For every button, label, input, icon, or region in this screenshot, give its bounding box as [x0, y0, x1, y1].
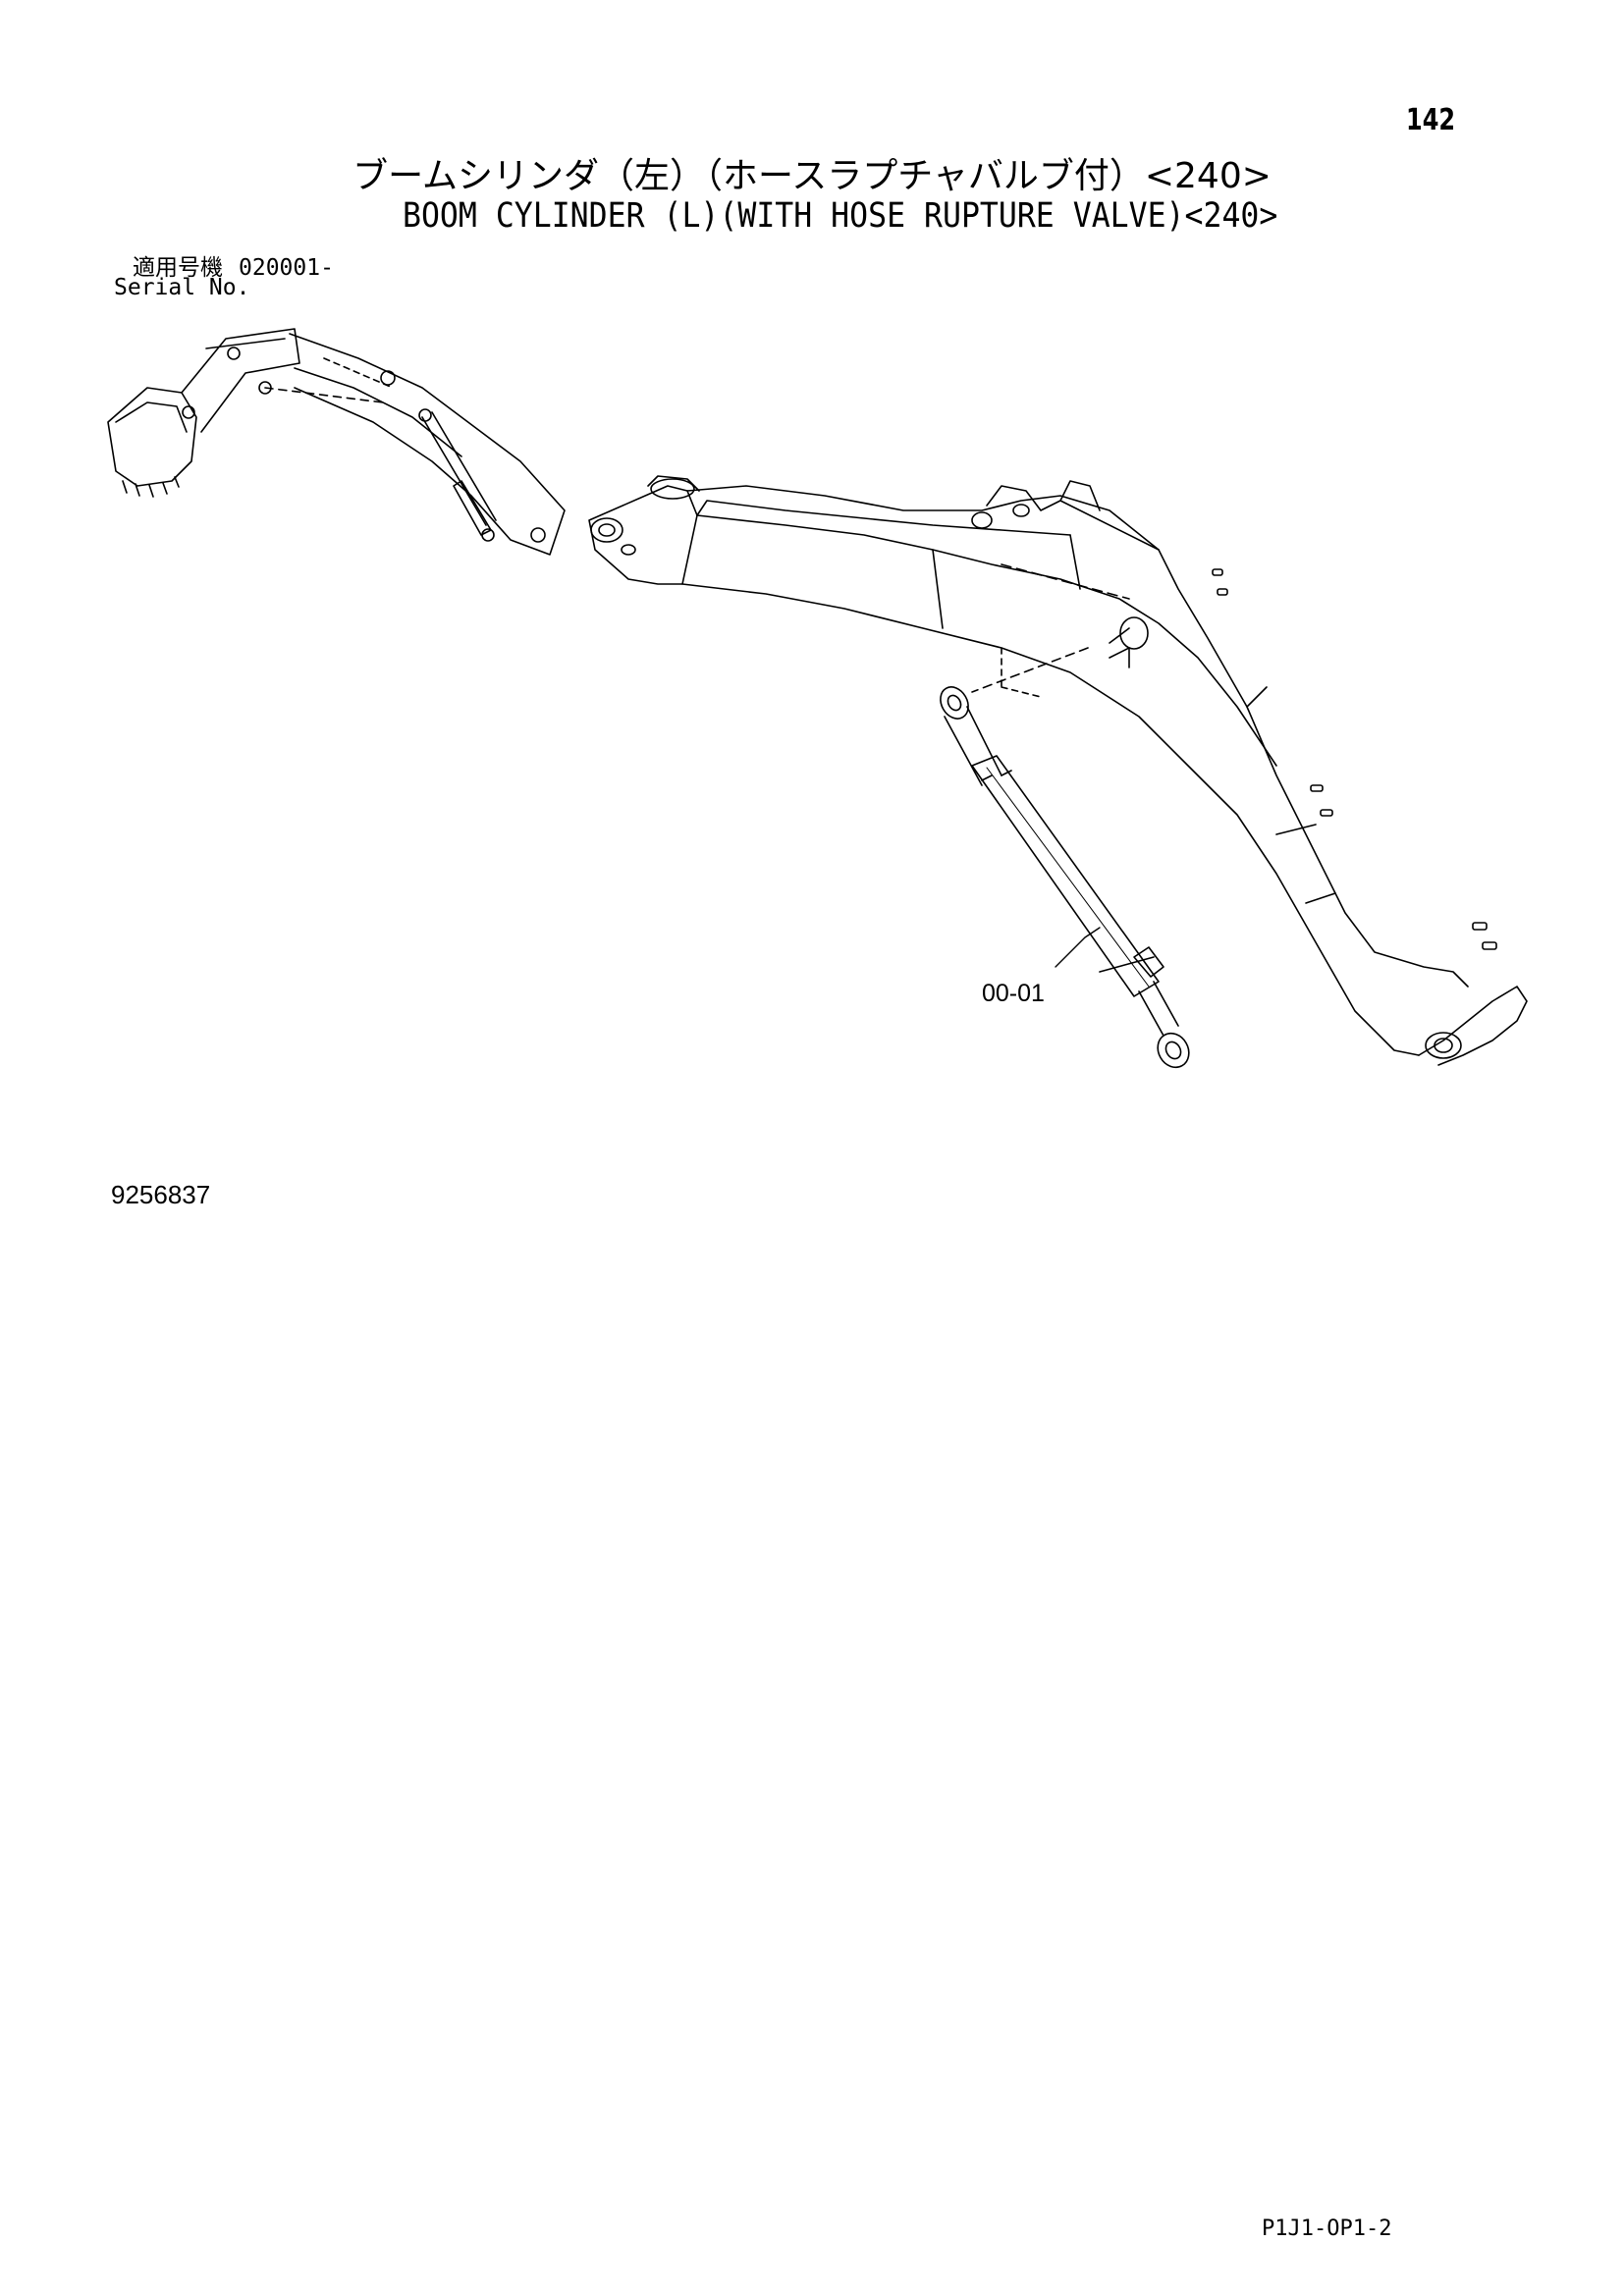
boom-cylinder-icon [940, 686, 1190, 1069]
part-callout-label: 00-01 [982, 980, 1045, 1007]
serial-label-en: Serial No. [114, 275, 250, 300]
page-code: P1J1-OP1-2 [1262, 2216, 1392, 2241]
serial-label-jp: 適用号機 [133, 255, 223, 281]
serial-value: 020001- [239, 255, 334, 281]
excavator-front-attachment-icon [107, 328, 566, 556]
page-number: 142 [1406, 103, 1456, 137]
serial-applicability-jp: 適用号機 020001- [133, 248, 334, 282]
boom-icon [588, 475, 1528, 1066]
title-japanese: ブームシリンダ（左）（ホースラプチャバルブ付）<240> [352, 156, 1272, 196]
title-english: BOOM CYLINDER (L)(WITH HOSE RUPTURE VALV… [403, 196, 1278, 236]
drawing-number: 9256837 [111, 1180, 211, 1209]
